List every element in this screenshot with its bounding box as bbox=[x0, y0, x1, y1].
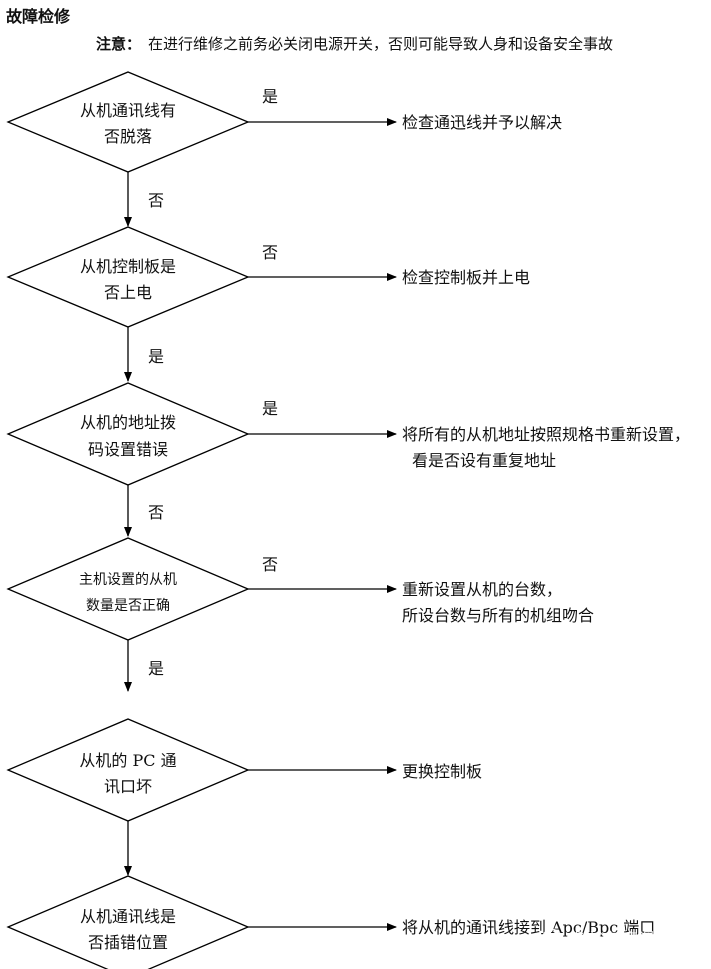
decision-4-right-label: 否 bbox=[262, 555, 278, 574]
decision-3-down-label: 否 bbox=[148, 503, 164, 522]
decision-5-line1: 从机的 PC 通 bbox=[79, 751, 176, 770]
decision-6-line2: 否插错位置 bbox=[88, 933, 168, 952]
decision-3-action-line2: 看是否设有重复地址 bbox=[412, 451, 556, 470]
decision-6-action-line1: 将从机的通讯线接到 Apc/Bpc 端口 bbox=[402, 918, 655, 937]
decision-2-right-label: 否 bbox=[262, 243, 278, 262]
decision-4-line2: 数量是否正确 bbox=[86, 598, 170, 614]
decision-4-action-line1: 重新设置从机的台数， bbox=[402, 580, 562, 599]
decision-6-diamond bbox=[6, 875, 250, 969]
page-title: 故障检修 bbox=[6, 7, 71, 26]
wechat-icon bbox=[542, 928, 571, 951]
decision-2-down-label: 是 bbox=[148, 347, 164, 366]
decision-5-action-line1: 更换控制板 bbox=[402, 762, 482, 781]
decision-4-diamond bbox=[6, 537, 250, 641]
note-label: 注意： bbox=[96, 35, 141, 53]
decision-2-action-line1: 检查控制板并上电 bbox=[402, 268, 530, 287]
decision-6-line1: 从机通讯线是 bbox=[80, 907, 176, 926]
decision-4-action-line2: 所设台数与所有的机组吻合 bbox=[402, 606, 594, 625]
watermark-text: 制冷与空调技术 bbox=[574, 929, 686, 948]
watermark: 制冷与空调技术 bbox=[542, 928, 686, 951]
decision-4-line1: 主机设置的从机 bbox=[79, 572, 177, 588]
decision-1-line1: 从机通讯线有 bbox=[80, 101, 176, 120]
decision-3-line1: 从机的地址拨 bbox=[80, 413, 176, 432]
decision-3-line2: 码设置错误 bbox=[88, 440, 168, 459]
decision-5-line2: 讯口坏 bbox=[104, 777, 152, 796]
decision-3-diamond bbox=[6, 382, 250, 486]
decision-1-line2: 否脱落 bbox=[104, 127, 152, 146]
decision-4-down-label: 是 bbox=[148, 659, 164, 678]
decision-1-diamond bbox=[6, 71, 250, 173]
decision-1-down-label: 否 bbox=[148, 191, 164, 210]
decision-2-line2: 否上电 bbox=[104, 283, 152, 302]
decision-1-right-label: 是 bbox=[262, 87, 278, 106]
decision-2-diamond bbox=[6, 226, 250, 328]
decision-5-diamond bbox=[6, 718, 250, 822]
note-text: 在进行维修之前务必关闭电源开关，否则可能导致人身和设备安全事故 bbox=[148, 35, 613, 53]
decision-1-action-line1: 检查通迅线并予以解决 bbox=[402, 113, 562, 132]
decision-2-line1: 从机控制板是 bbox=[80, 257, 176, 276]
decision-3-right-label: 是 bbox=[262, 399, 278, 418]
decision-3-action-line1: 将所有的从机地址按照规格书重新设置， bbox=[402, 425, 690, 444]
